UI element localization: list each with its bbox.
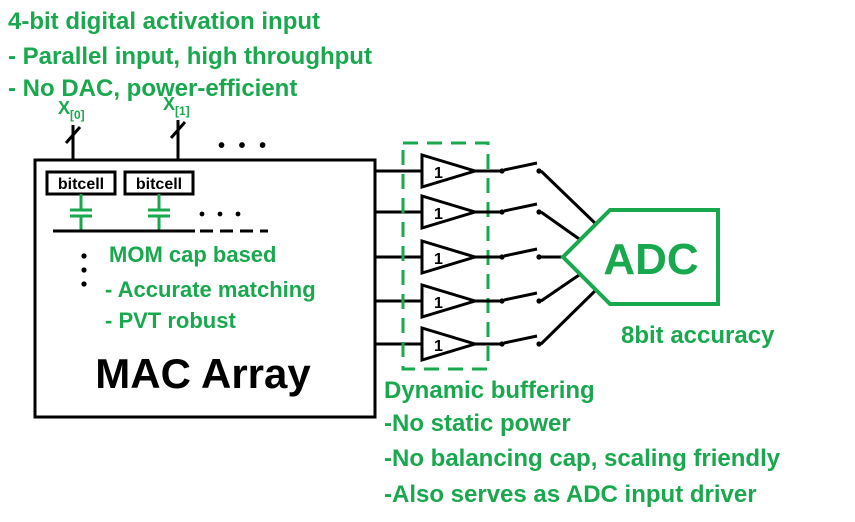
cap-notes-title: MOM cap based xyxy=(109,242,276,267)
switch-terminal xyxy=(536,209,542,215)
array-vertical-dot xyxy=(81,267,87,273)
adc-input-wire xyxy=(539,286,600,346)
mac-array-title: MAC Array xyxy=(95,350,311,397)
buffer-4 xyxy=(420,282,481,320)
buffer-notes-line1: -No static power xyxy=(384,410,571,437)
input-x0-label: X[0] xyxy=(58,98,85,122)
adc-label: ADC xyxy=(603,235,698,284)
input-notes-line2: - No DAC, power-efficient xyxy=(8,75,297,102)
bitcell-2-label: bitcell xyxy=(136,176,182,193)
input-x0-base: X xyxy=(58,98,70,118)
switch-arm xyxy=(503,334,538,345)
switch-terminal xyxy=(499,341,505,347)
input-notes-title: 4-bit digital activation input xyxy=(8,8,320,35)
cap-ellipsis-dot xyxy=(217,211,223,217)
switch-terminal xyxy=(499,209,505,215)
buffer-2 xyxy=(420,193,481,231)
buffer-5 xyxy=(420,325,481,363)
cap-ellipsis-dot xyxy=(199,211,205,217)
adc-input-wire xyxy=(539,169,600,228)
array-vertical-dot xyxy=(81,253,87,259)
buffer-3-label: 1 xyxy=(434,251,443,268)
switch-arm xyxy=(503,202,538,213)
adc-accuracy: 8bit accuracy xyxy=(621,322,775,349)
input-x1-label: X[1] xyxy=(163,94,190,118)
switch-terminal xyxy=(499,168,505,174)
array-vertical-dot xyxy=(81,281,87,287)
buffer-notes-line3: -Also serves as ADC input driver xyxy=(384,481,757,508)
mac-array-box xyxy=(33,158,377,419)
buffer-1-label: 1 xyxy=(434,165,443,182)
input-x0-bus-slash xyxy=(64,126,82,144)
input-ellipsis: • • • xyxy=(218,135,270,157)
input-notes-line1: - Parallel input, high throughput xyxy=(8,43,372,70)
cap-notes-line1: - Accurate matching xyxy=(105,277,316,302)
input-x1-bus-slash xyxy=(169,121,187,139)
switch-terminal xyxy=(536,298,542,304)
buffer-notes-line2: -No balancing cap, scaling friendly xyxy=(384,445,781,472)
switch-terminal xyxy=(536,254,542,260)
adc-input-wire xyxy=(540,271,583,303)
input-x1-sub: [1] xyxy=(175,104,190,118)
bitcell-1-label: bitcell xyxy=(58,176,104,193)
buffer-notes-title: Dynamic buffering xyxy=(384,377,595,404)
cap-notes-line2: - PVT robust xyxy=(105,308,236,333)
input-x1-base: X xyxy=(163,94,175,114)
switch-arm xyxy=(503,247,538,258)
buffer-4-label: 1 xyxy=(434,295,443,312)
adc-block xyxy=(560,208,720,306)
switch-arm xyxy=(503,291,538,302)
buffer-1 xyxy=(420,152,481,190)
buffer-5-label: 1 xyxy=(434,338,443,355)
input-x0-sub: [0] xyxy=(70,108,85,122)
adc-input-wire xyxy=(540,210,583,243)
switch-arm xyxy=(503,161,538,172)
switch-terminal xyxy=(499,254,505,260)
cap-ellipsis-dot xyxy=(235,211,241,217)
buffer-2-label: 1 xyxy=(434,206,443,223)
switch-terminal xyxy=(499,298,505,304)
buffer-3 xyxy=(420,238,481,276)
